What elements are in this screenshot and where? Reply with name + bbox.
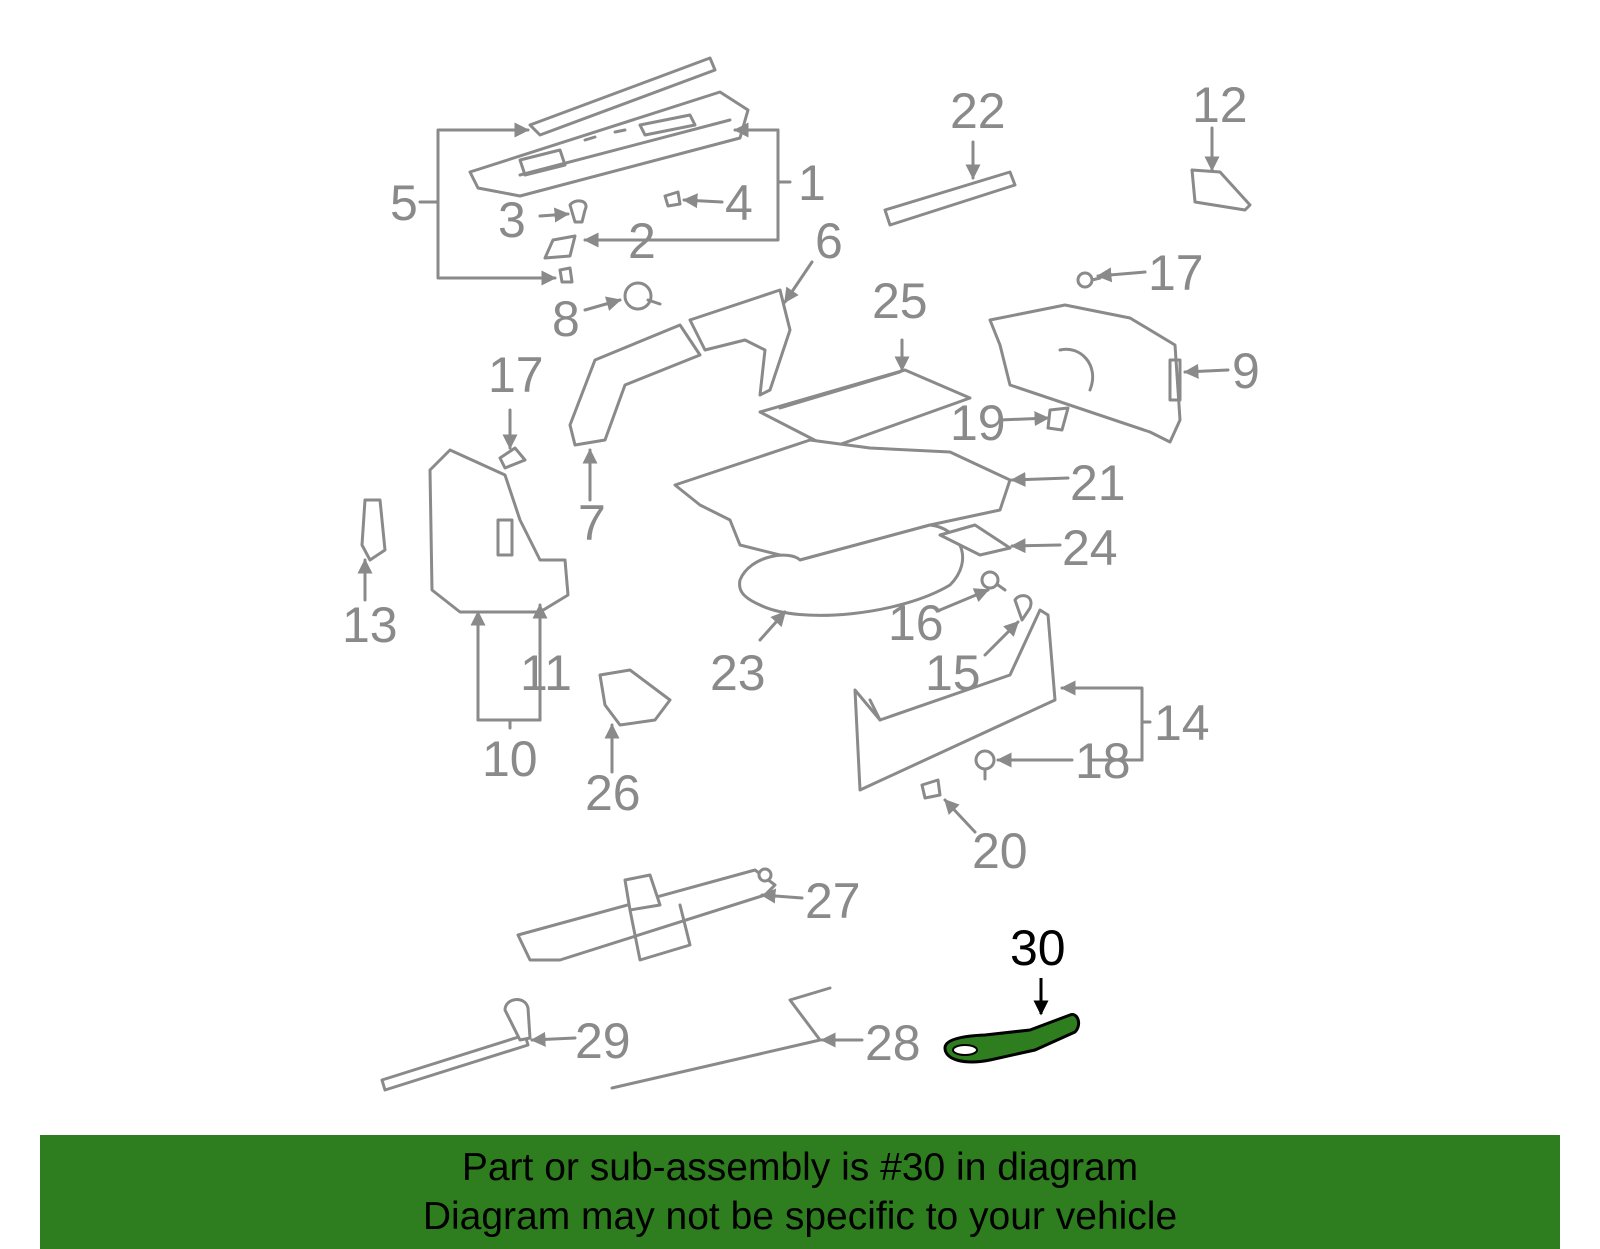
part-27-jack[interactable] [516,867,777,962]
part-28-handle[interactable] [610,986,832,1090]
part-8-grommet[interactable] [623,281,662,311]
callout-9: 9 [1232,343,1260,399]
callout-15: 15 [925,645,981,701]
callout-3: 3 [498,192,526,248]
part-1-package-tray[interactable] [468,56,750,198]
part-18-clip[interactable] [974,749,996,781]
callout-24: 24 [1062,520,1118,576]
callout-2: 2 [628,213,656,269]
callout-27: 27 [805,873,861,929]
part-7-trim-panel[interactable] [568,323,702,447]
part-16-bolt[interactable] [980,570,1007,592]
callout-22: 22 [950,83,1006,139]
callout-28: 28 [865,1015,921,1071]
callout-13: 13 [342,597,398,653]
callout-25: 25 [872,273,928,329]
leader-lines [357,122,1230,1048]
callout-16: 16 [888,595,944,651]
callout-18: 18 [1075,733,1131,789]
part-10-side-trim[interactable] [428,448,570,614]
callout-26: 26 [585,765,641,821]
part-5-clip[interactable] [558,266,574,284]
part-13-hook[interactable] [360,498,387,562]
part-14-finish-panel[interactable] [853,608,1057,792]
callout-4: 4 [725,175,753,231]
callout-6: 6 [815,213,843,269]
callout-5: 5 [390,175,418,231]
part-22-rail[interactable] [883,170,1017,227]
callout-12: 12 [1192,77,1248,133]
part-3-clip[interactable] [568,199,588,224]
part-29-wrench[interactable] [380,998,532,1092]
part-23-tire-cover[interactable] [738,523,965,617]
part-6-trim-panel[interactable] [688,288,792,397]
part-9-side-trim[interactable] [988,303,1182,444]
banner-line-2: Diagram may not be specific to your vehi… [422,1195,1178,1238]
part-19-clip[interactable] [1046,406,1070,432]
callout-20: 20 [972,823,1028,879]
banner-line-1: Part or sub-assembly is #30 in diagram [461,1146,1139,1189]
callout-labels: 1 2 3 4 5 6 7 8 9 10 11 12 13 14 15 16 1… [342,77,1260,1071]
callout-29: 29 [575,1013,631,1069]
callout-8: 8 [552,291,580,347]
part-21-floor-mat[interactable] [673,438,1012,562]
callout-19: 19 [950,395,1006,451]
callout-17-right: 17 [1148,245,1204,301]
callout-10: 10 [482,731,538,787]
parts-diagram: 1 2 3 4 5 6 7 8 9 10 11 12 13 14 15 16 1… [342,56,1260,1092]
part-12-bracket[interactable] [1190,168,1252,212]
callout-30: 30 [1010,920,1066,976]
callout-17-left: 17 [488,347,544,403]
callout-11: 11 [520,645,572,701]
part-17-clip-left[interactable] [498,446,527,470]
part-20-clip[interactable] [920,778,942,800]
part-30-towing-eye[interactable] [943,1013,1081,1064]
part-17-bolt[interactable] [1076,271,1102,289]
callout-14: 14 [1154,695,1210,751]
part-4-clip[interactable] [663,190,682,208]
part-15-clip[interactable] [1013,594,1033,622]
info-banner: Part or sub-assembly is #30 in diagram D… [40,1135,1560,1249]
callout-1: 1 [798,155,826,211]
callout-21: 21 [1070,455,1126,511]
part-24-pad[interactable] [938,523,1012,557]
part-2-pad[interactable] [543,234,577,260]
callout-23: 23 [710,645,766,701]
callout-7: 7 [578,495,606,551]
part-25-mat[interactable] [758,368,972,450]
part-26-box[interactable] [598,668,672,727]
